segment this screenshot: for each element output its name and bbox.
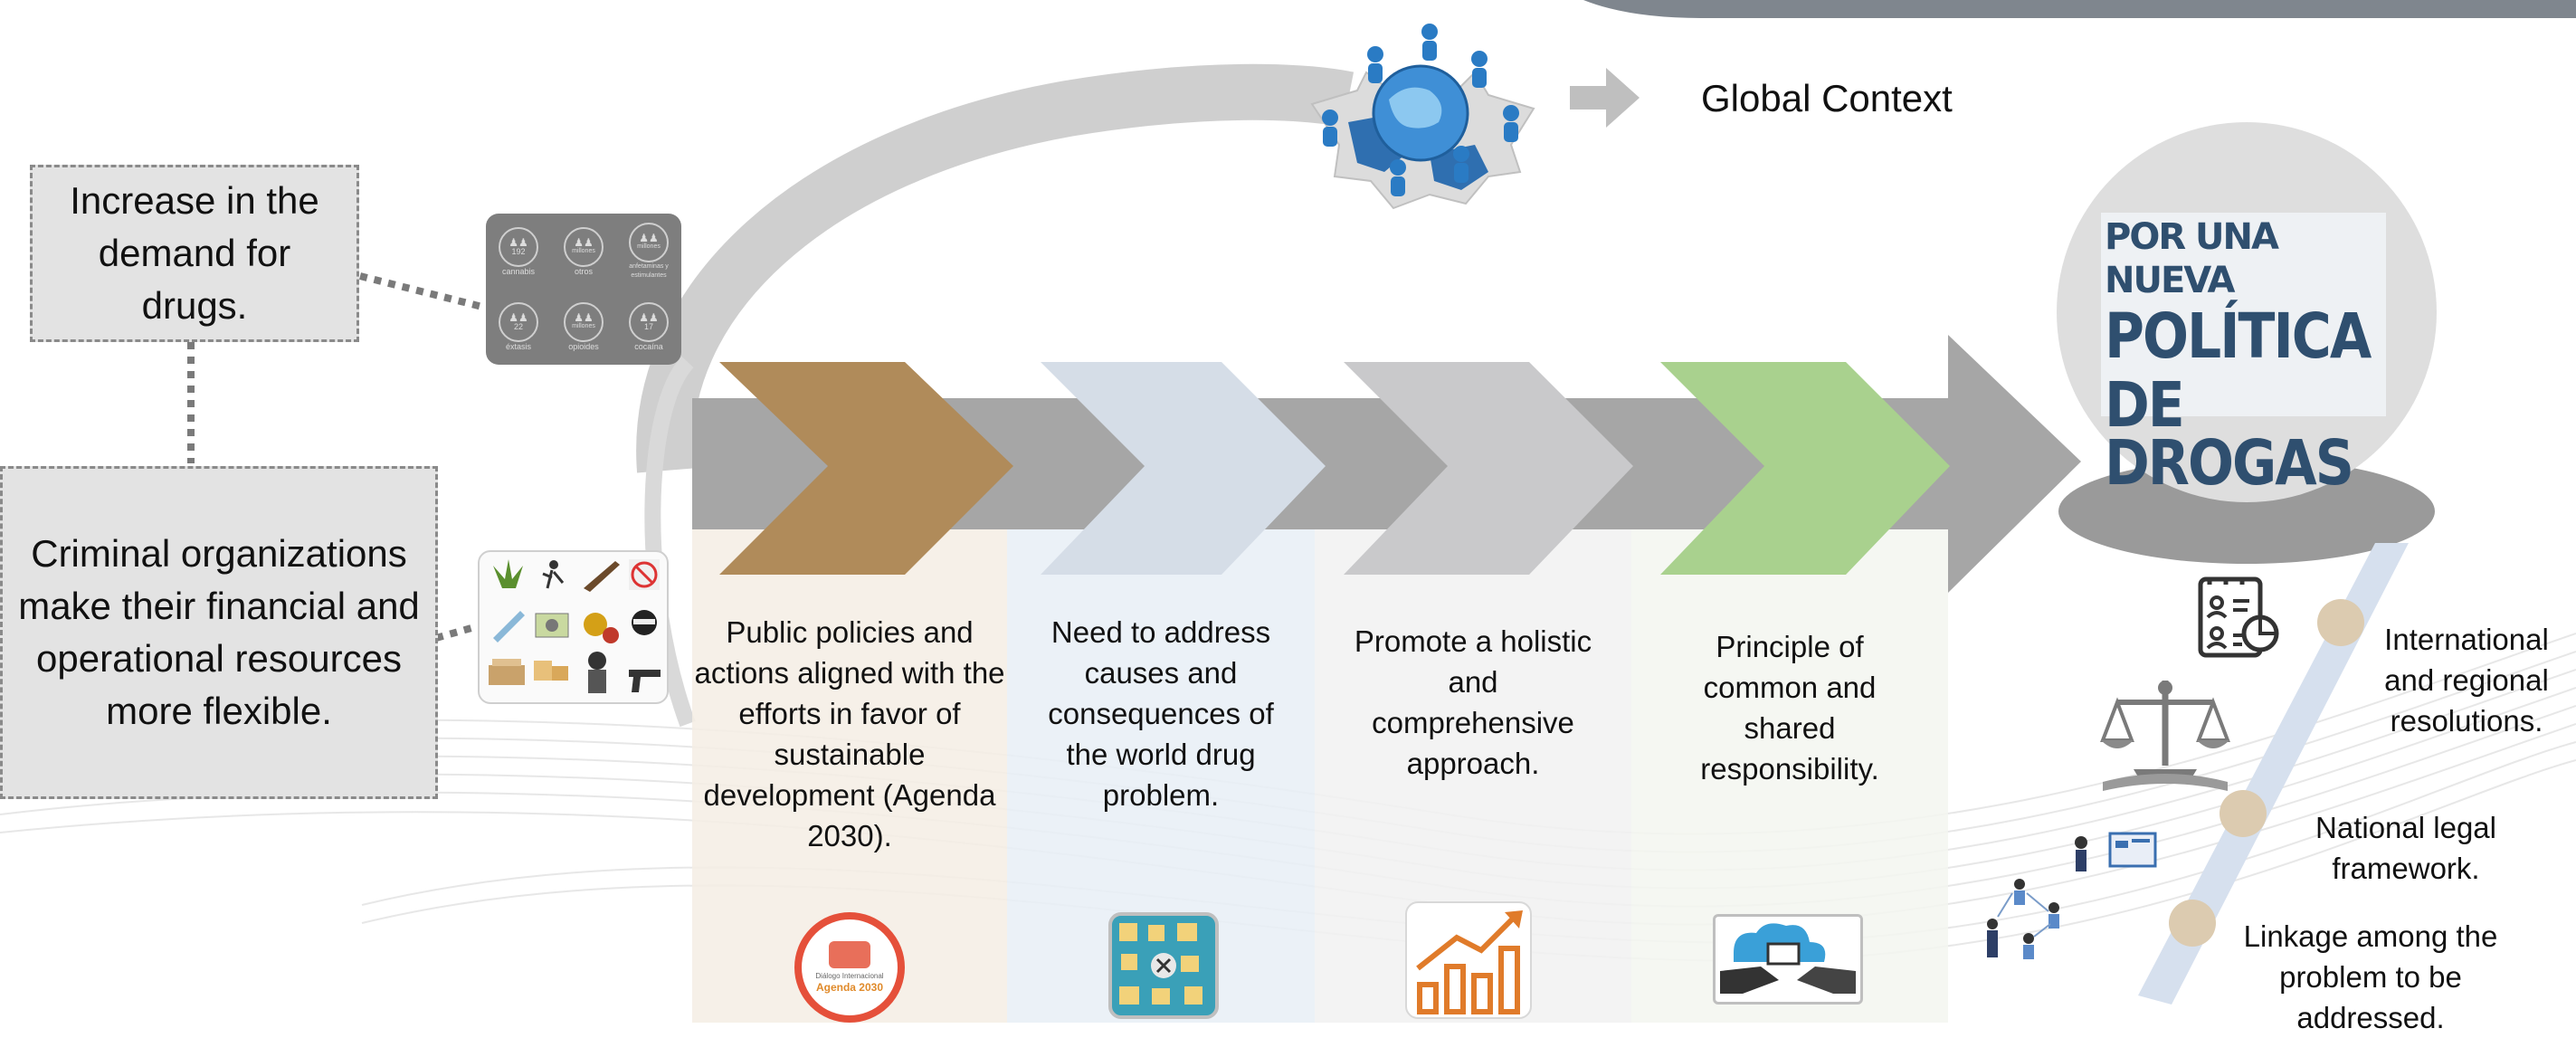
drug-stat-unit: millones: [637, 243, 661, 250]
agenda-caption: Agenda 2030: [815, 981, 884, 994]
drug-stat-label: opioides: [568, 342, 599, 352]
person-icon: ♟♟: [509, 311, 528, 325]
national-framework-label: National legal framework.: [2315, 811, 2496, 885]
documents-icon: [2198, 576, 2279, 658]
criminal-icon: [588, 652, 606, 693]
global-arc-inner: [644, 356, 696, 728]
handshake-cloud-icon: [1713, 914, 1863, 1005]
global-context-arrow: [1570, 68, 1640, 128]
demand-for-drugs-box: Increase in the demand for drugs.: [30, 165, 359, 342]
drug-stat-label: cannabis: [501, 266, 536, 276]
drug-stat-label: éxtasis: [505, 342, 531, 352]
money-icon: [535, 613, 569, 638]
drug-stat-item: ♟♟ millones anfetaminas y estimulantes: [616, 214, 681, 290]
agenda-subcaption: Diálogo Internacional: [815, 972, 884, 980]
drug-stat-value: 192: [511, 246, 526, 256]
logo-card: [2101, 213, 2386, 416]
drug-stats-grid: ♟♟ 192 cannabis ♟♟ millones otros ♟♟ mil…: [486, 214, 681, 365]
person-icon: ♟♟: [639, 311, 659, 325]
drug-stat-label: cocaína: [634, 342, 663, 352]
criminal-organizations-box: Criminal organizations make their financ…: [0, 466, 438, 799]
agenda-2030-icon: Diálogo Internacional Agenda 2030: [794, 912, 905, 1023]
drugs-packets-icon: [489, 659, 525, 685]
chevron-3: [1344, 362, 1633, 575]
globe-puzzle-icon: [1310, 24, 1535, 210]
thief-icon: [632, 610, 657, 635]
boxes-icon: [534, 661, 568, 681]
chat-bubbles-icon: [829, 941, 870, 968]
world-drug-problem-collage-icon: [1108, 912, 1219, 1019]
drug-stat-item: ♟♟ 17 cocaína: [616, 290, 681, 366]
chevron-2: [1041, 362, 1326, 575]
logo-line-2: POLÍTICA DE: [2105, 300, 2372, 443]
drug-stat-label: anfetaminas y estimulantes: [629, 262, 669, 279]
timeline-dot-1: [2317, 599, 2364, 646]
timeline-dot-3: [2169, 900, 2216, 947]
person-icon: ♟♟: [574, 235, 594, 249]
no-drugs-icon: [629, 559, 660, 590]
cannabis-icon: [493, 559, 523, 588]
logo-line-1: POR UNA NUEVA: [2105, 216, 2279, 301]
logo-base: [2058, 459, 2435, 564]
gun-icon: [629, 670, 661, 692]
crime-icons-thumbnail: [478, 550, 669, 704]
drug-stat-item: ♟♟ 22 éxtasis: [486, 290, 551, 366]
chevron-4: [1660, 362, 1950, 575]
drug-statistics-thumbnail: ♟♟ 192 cannabis ♟♟ millones otros ♟♟ mil…: [486, 214, 681, 365]
timeline-dot-2: [2220, 790, 2267, 837]
column-2-text: Need to address causes and consequences …: [1048, 615, 1274, 812]
rifle-icon: [584, 561, 620, 592]
people-network-icon: [1987, 832, 2157, 959]
international-resolutions-label: International and regional resolutions.: [2384, 623, 2549, 738]
growth-chart-icon: [1405, 901, 1532, 1019]
drug-stat-item: ♟♟ millones opioides: [551, 290, 616, 366]
policy-logo: POR UNA NUEVA POLÍTICA DE DROGAS: [2101, 215, 2386, 498]
dotted-connectors: [187, 272, 487, 642]
right-ribbon: [2138, 543, 2409, 1005]
person-icon: ♟♟: [639, 231, 659, 244]
dancer-icon: [542, 560, 565, 589]
scales-of-justice-icon: [2100, 681, 2230, 791]
linkage-label: Linkage among the problem to be addresse…: [2243, 919, 2498, 1034]
criminal-organizations-text: Criminal organizations make their financ…: [18, 532, 420, 732]
crime-icons-grid: [489, 559, 661, 693]
drug-stat-item: ♟♟ millones otros: [551, 214, 616, 290]
person-icon: ♟♟: [574, 311, 594, 325]
global-arc: [636, 63, 1355, 473]
demand-for-drugs-text: Increase in the demand for drugs.: [70, 179, 319, 327]
drug-stat-unit: millones: [572, 247, 595, 254]
drug-stat-item: ♟♟ 192 cannabis: [486, 214, 551, 290]
person-icon: ♟♟: [509, 235, 528, 249]
column-3-text: Promote a holistic and comprehensive app…: [1354, 624, 1592, 780]
drug-stat-value: 22: [513, 322, 523, 332]
syringe-icon: [493, 611, 525, 643]
top-right-tab: [1583, 0, 2576, 18]
drug-stat-label: otros: [574, 266, 593, 276]
global-context-label: Global Context: [1701, 77, 1953, 119]
column-4-text: Principle of common and shared responsib…: [1700, 630, 1879, 786]
gears-icon: [584, 613, 619, 643]
drug-stat-value: 17: [643, 322, 653, 332]
drug-stat-unit: millones: [572, 323, 595, 330]
chevron-1: [719, 362, 1013, 575]
column-1-text: Public policies and actions aligned with…: [694, 615, 1005, 852]
logo-line-3: DROGAS: [2105, 426, 2354, 500]
